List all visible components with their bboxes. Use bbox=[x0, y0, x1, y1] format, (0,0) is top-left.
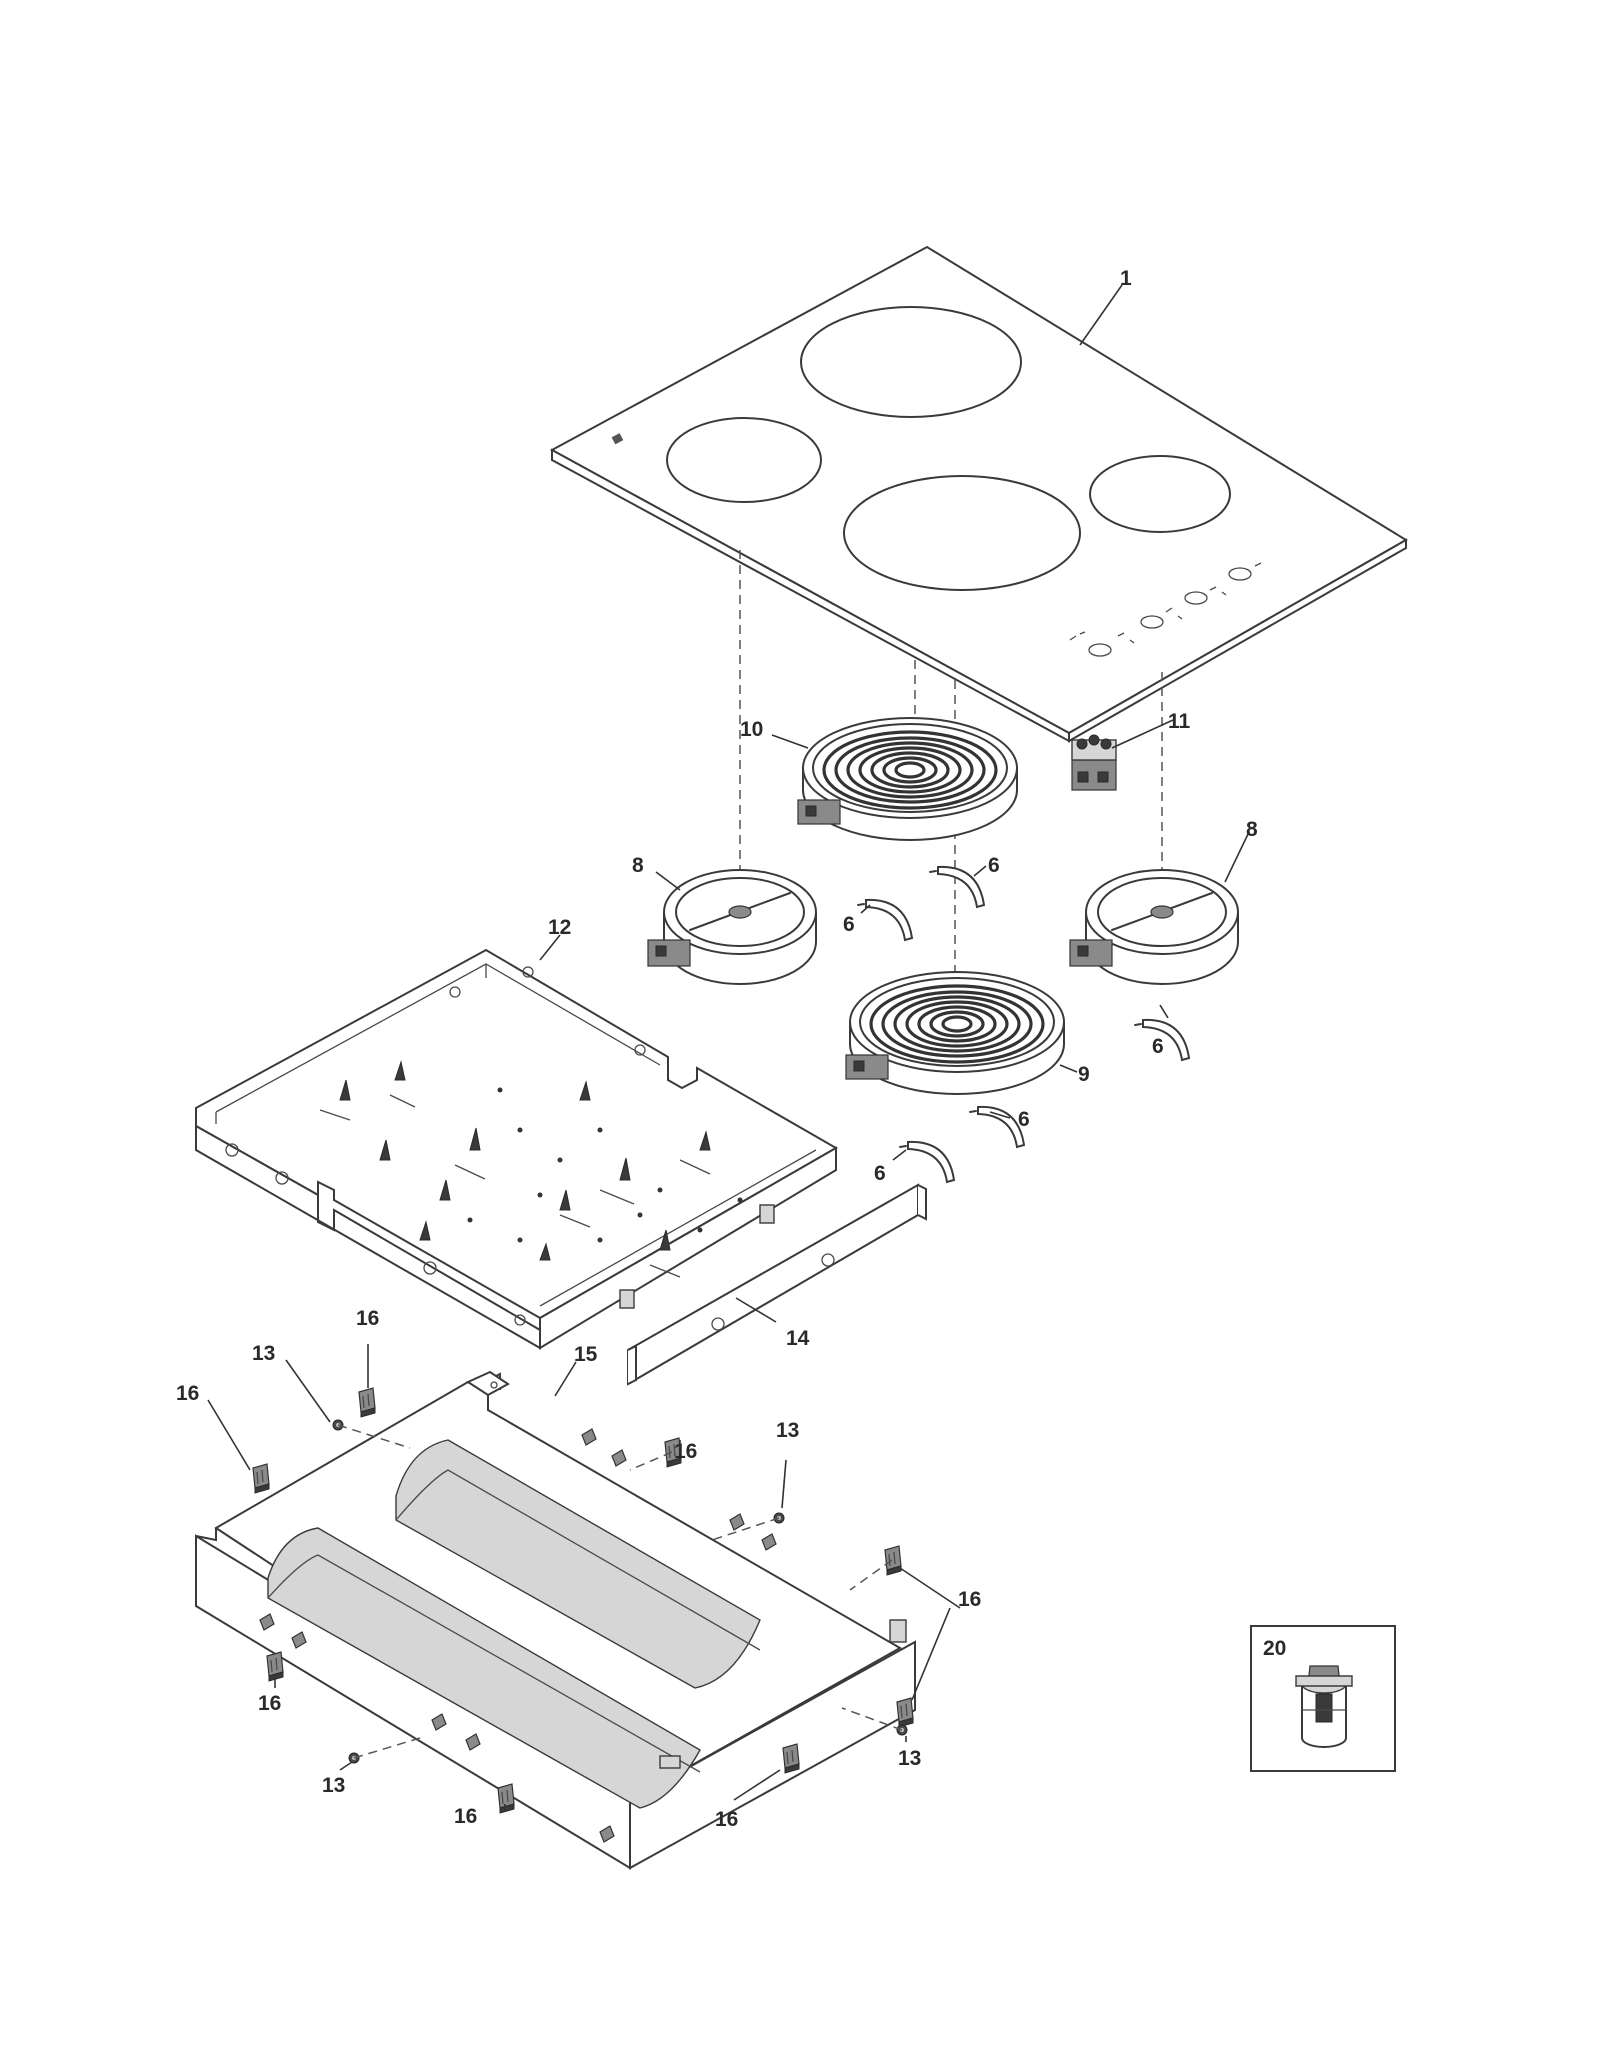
knob-insert-inset bbox=[1250, 1625, 1396, 1772]
callout-1: 1 bbox=[1120, 267, 1132, 290]
cooktop-glass-top-icon bbox=[549, 245, 1408, 743]
front-trim-channel-icon bbox=[627, 1183, 927, 1386]
callout-20: 20 bbox=[1263, 1637, 1286, 1660]
burner-box-icon bbox=[195, 1370, 916, 1870]
callout-6: 6 bbox=[874, 1162, 886, 1185]
callout-12: 12 bbox=[548, 916, 571, 939]
element-support-pan-icon bbox=[195, 948, 839, 1350]
terminal-block-icon bbox=[1071, 734, 1117, 791]
callout-10: 10 bbox=[740, 718, 763, 741]
callout-13: 13 bbox=[776, 1419, 799, 1442]
callout-16: 16 bbox=[176, 1382, 199, 1405]
callout-8: 8 bbox=[632, 854, 644, 877]
callout-16: 16 bbox=[454, 1805, 477, 1828]
screw-alignment-lines bbox=[337, 1424, 903, 1759]
control-knob-markings bbox=[1069, 562, 1262, 657]
knob-insert-icon bbox=[1295, 1665, 1353, 1748]
callout-16: 16 bbox=[674, 1440, 697, 1463]
callout-labels: 1 10 11 8 8 6 6 6 9 6 6 12 14 15 16 13 1… bbox=[176, 267, 1286, 1831]
callout-16: 16 bbox=[258, 1692, 281, 1715]
callout-16: 16 bbox=[356, 1307, 379, 1330]
callout-11: 11 bbox=[1168, 710, 1191, 733]
callout-16: 16 bbox=[958, 1588, 981, 1611]
callout-9: 9 bbox=[1078, 1063, 1090, 1086]
large-radiant-element-icon bbox=[797, 717, 1018, 841]
small-radiant-element-icon bbox=[647, 869, 817, 985]
callout-6: 6 bbox=[1018, 1108, 1030, 1131]
callout-leaders bbox=[207, 284, 1250, 1813]
callout-15: 15 bbox=[574, 1343, 598, 1366]
large-radiant-element-icon bbox=[845, 971, 1065, 1095]
box-vent-holes bbox=[259, 1428, 777, 1843]
callout-13: 13 bbox=[322, 1774, 345, 1797]
callout-16: 16 bbox=[715, 1808, 738, 1831]
callout-6: 6 bbox=[1152, 1035, 1164, 1058]
small-radiant-element-icon bbox=[1069, 869, 1239, 985]
callout-13: 13 bbox=[252, 1342, 275, 1365]
callout-14: 14 bbox=[786, 1327, 810, 1350]
callout-13: 13 bbox=[898, 1747, 921, 1770]
callout-6: 6 bbox=[843, 913, 855, 936]
callout-8: 8 bbox=[1246, 818, 1258, 841]
callout-6: 6 bbox=[988, 854, 1000, 877]
